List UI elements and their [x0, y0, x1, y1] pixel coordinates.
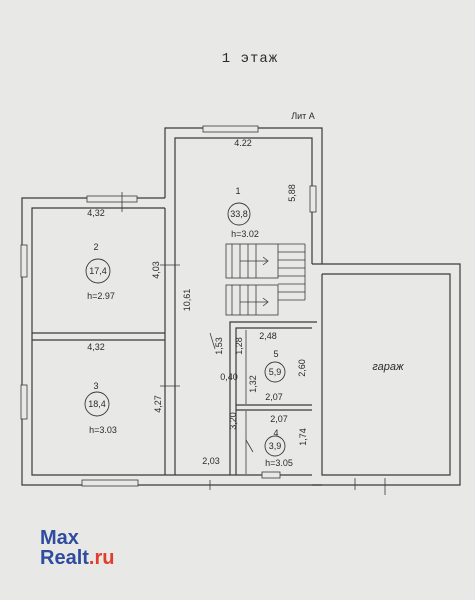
room-3-number: 3	[93, 381, 98, 391]
room-2-height: h=2.97	[87, 291, 115, 301]
dim-r1-top: 4.22	[234, 138, 252, 148]
room-3-area: 18,4	[88, 399, 106, 409]
room-3-height: h=3.03	[89, 425, 117, 435]
room-3-area-circle	[84, 391, 110, 417]
room-5: 2,48 5 5,9 2,60 2,07 1,32	[248, 331, 307, 402]
watermark-line2-main: Realt	[40, 547, 89, 569]
staircase	[225, 243, 306, 316]
room-4-area: 3,9	[269, 441, 282, 451]
dim-r2-right: 4,03	[151, 261, 161, 279]
room-3: 3 18,4 h=3.03 4,32 4,27	[84, 342, 163, 435]
room-2: 2 17,4 h=2.97 4,32 4,03	[85, 208, 161, 301]
room-2-area: 17,4	[89, 266, 107, 276]
garage-label: гараж	[372, 361, 404, 373]
room-1: 1 33,8 h=3.02 4.22 5,88 10,61	[182, 138, 297, 311]
dim-r2-top: 4,32	[87, 208, 105, 218]
dim-r5-top: 2,48	[259, 331, 277, 341]
room-4-area-circle	[264, 435, 286, 457]
dimension-ticks	[121, 192, 386, 495]
dim-r3-top: 4,32	[87, 342, 105, 352]
dim-203: 2,03	[202, 456, 220, 466]
dim-320: 3,20	[228, 412, 238, 430]
dim-r4-top: 2,07	[270, 414, 288, 424]
dim-r3-right: 4,27	[153, 395, 163, 413]
room-5-number: 5	[273, 349, 278, 359]
room-2-number: 2	[93, 242, 98, 252]
room-1-height: h=3.02	[231, 229, 259, 239]
room-1-area: 33,8	[230, 209, 248, 219]
room-2-area-circle	[85, 258, 111, 284]
dim-153: 1,53	[214, 337, 224, 355]
lit-label: Лит А	[291, 111, 315, 121]
watermark-line2-suffix: .ru	[88, 547, 115, 569]
dim-r5-right: 2,60	[297, 359, 307, 377]
dim-r5-left: 1,32	[248, 375, 258, 393]
dim-r1-left: 10,61	[182, 289, 192, 312]
watermark-line2: Realt.ru	[40, 548, 114, 568]
room-5-area: 5,9	[269, 367, 282, 377]
dim-r4-right: 1,74	[298, 428, 308, 446]
dim-040: 0,40	[220, 372, 238, 382]
dim-r5-bottom: 2,07	[265, 392, 283, 402]
room-5-area-circle	[264, 361, 286, 383]
outer-walls	[21, 127, 461, 486]
corridor-dims: 1,53 1,28 0,40 3,20 2,03	[202, 337, 244, 466]
room-1-number: 1	[235, 186, 240, 196]
room-4: 2,07 4 3,9 h=3.05 1,74	[264, 414, 308, 468]
room-4-number: 4	[273, 428, 278, 438]
room-1-area-circle	[227, 202, 251, 226]
room-4-height: h=3.05	[265, 458, 293, 468]
windows	[20, 125, 317, 487]
watermark-line1: Max	[40, 527, 79, 549]
dim-128: 1,28	[234, 337, 244, 355]
plan-title: 1 этаж	[222, 51, 278, 67]
watermark-logo: Max Realt.ru	[40, 528, 114, 568]
dim-r1-right: 5,88	[287, 184, 297, 202]
interior-walls	[32, 198, 317, 475]
